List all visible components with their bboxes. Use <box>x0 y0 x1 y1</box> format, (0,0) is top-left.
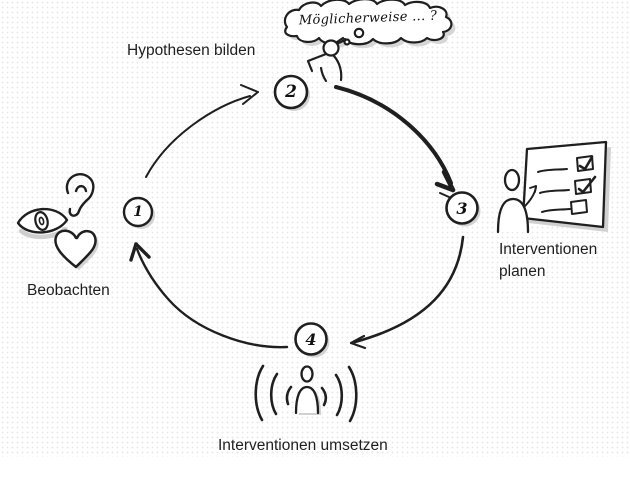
label-step-4: Interventionen umsetzen <box>218 437 388 454</box>
checklist-board-icon <box>521 140 611 232</box>
arrow-2-to-3 <box>334 85 456 198</box>
label-step-3: Interventionen planen <box>499 241 598 280</box>
presenter-icon <box>496 168 537 234</box>
arrow-3-to-4 <box>349 235 465 350</box>
arrow-4-to-1 <box>129 242 289 349</box>
step-number-4: 4 <box>305 329 317 349</box>
broadcasting-person-icon <box>254 364 358 423</box>
heart-icon <box>54 229 99 270</box>
label-step-1: Beobachten <box>27 282 110 299</box>
step-circle-4 <box>294 322 330 358</box>
ear-icon <box>65 173 95 217</box>
step-circle-1 <box>122 196 155 229</box>
step-number-1: 1 <box>133 204 143 220</box>
thought-cloud-icon <box>283 0 456 49</box>
thinking-person-icon <box>306 36 345 83</box>
eye-icon <box>16 207 69 239</box>
label-step-2: Hypothesen bilden <box>127 42 256 59</box>
arrow-1-to-2 <box>145 84 259 178</box>
step-circle-2 <box>273 74 310 111</box>
step-number-2: 2 <box>285 82 297 102</box>
step-number-3: 3 <box>456 198 468 218</box>
step-circle-3 <box>445 191 481 227</box>
